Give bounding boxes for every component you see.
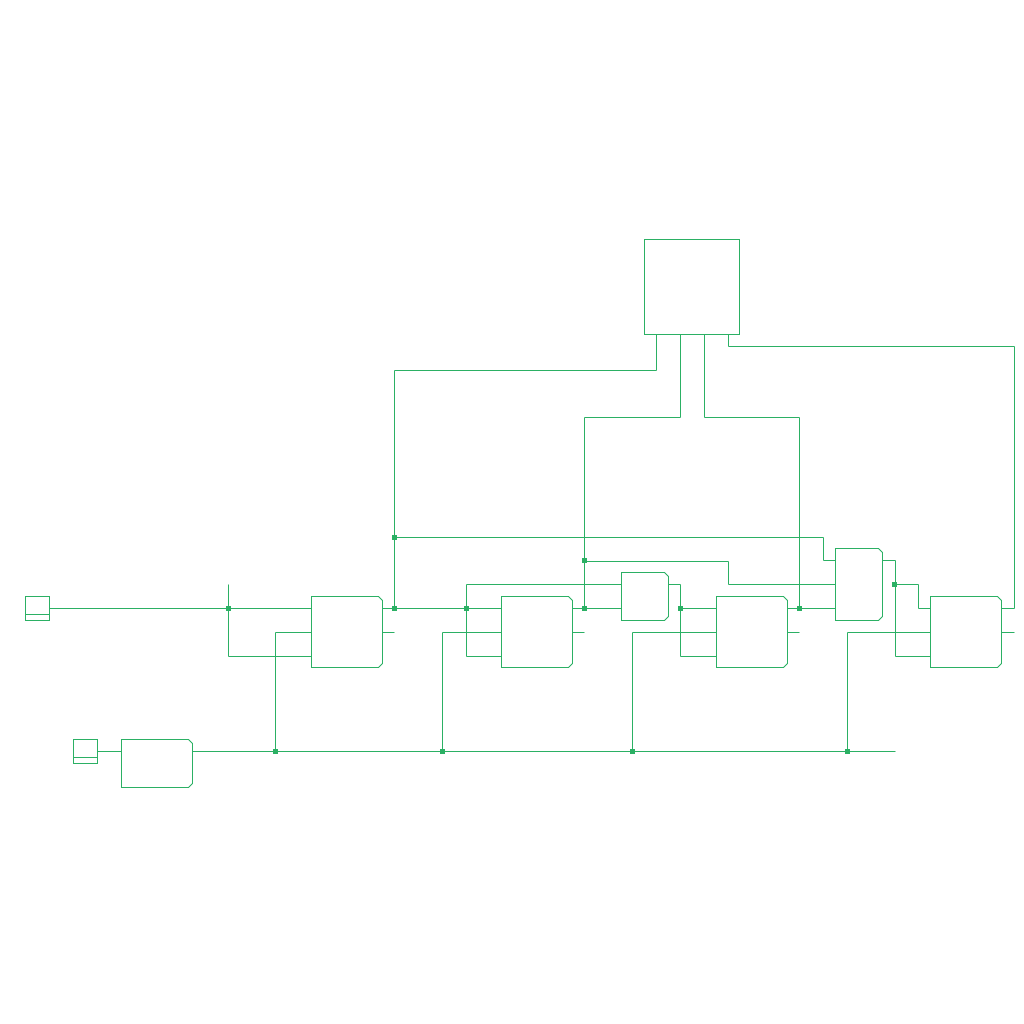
flip-flop-4: [930, 596, 1002, 668]
junction-dot: [464, 606, 469, 611]
junction-dot: [582, 606, 587, 611]
logic-gate-1: [621, 572, 669, 621]
input-port-2: [73, 739, 98, 764]
input-port-1: [25, 596, 50, 621]
junction-dot: [630, 749, 635, 754]
junction-dot: [392, 535, 397, 540]
flip-flop-1: [311, 596, 383, 668]
junction-dot: [845, 749, 850, 754]
control-block: [644, 239, 740, 335]
junction-dot: [678, 606, 683, 611]
clock-buffer: [121, 739, 193, 788]
wires: [49, 334, 1015, 752]
flip-flop-3: [716, 596, 788, 668]
junction-dot: [797, 606, 802, 611]
junction-dot: [273, 749, 278, 754]
junction-dot: [892, 582, 897, 587]
flip-flop-2: [501, 596, 573, 668]
junction-dot: [392, 606, 397, 611]
junctions: [226, 535, 897, 754]
logic-gate-2: [835, 548, 883, 621]
junction-dot: [440, 749, 445, 754]
junction-dot: [226, 606, 231, 611]
junction-dot: [582, 558, 587, 563]
